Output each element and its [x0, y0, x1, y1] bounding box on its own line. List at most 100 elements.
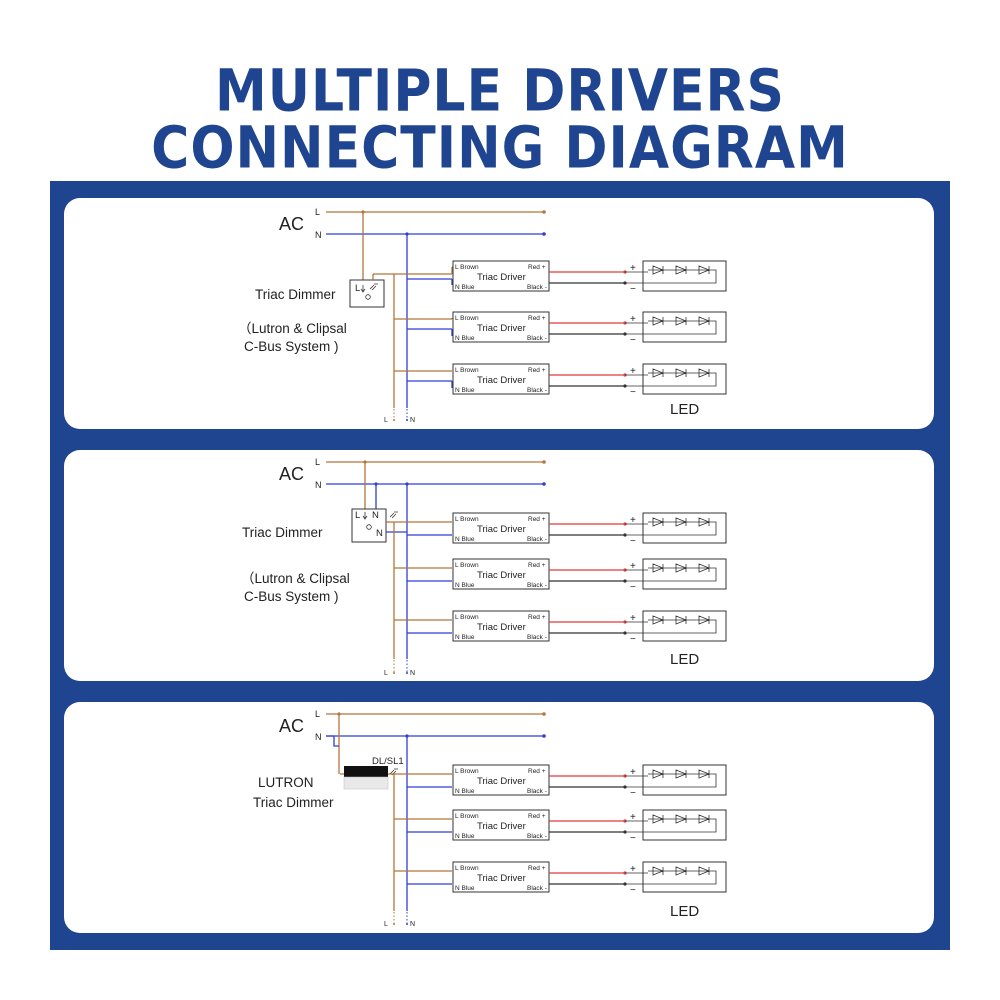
led-module — [642, 311, 727, 343]
led-module — [642, 260, 727, 292]
svg-text:N Blue: N Blue — [455, 387, 475, 394]
dl-sl1-terminal-label: DL/SL1 — [372, 756, 404, 767]
svg-text:N Blue: N Blue — [455, 885, 475, 892]
dimmer-n-output: N — [376, 528, 383, 539]
svg-text:+: + — [630, 561, 636, 572]
ac-label: AC — [279, 214, 304, 234]
svg-text:Red +: Red + — [528, 367, 546, 374]
svg-text:Red +: Red + — [528, 768, 546, 775]
dimmer-l-terminal: L — [355, 510, 360, 521]
triac-driver-box — [452, 809, 550, 841]
triac-driver-label: Triac Driver — [477, 873, 526, 884]
driver-row-3: L Brown N Blue Red + Black - Triac Drive… — [394, 861, 727, 896]
bottom-n-label: N — [410, 921, 415, 928]
svg-text:N Blue: N Blue — [455, 634, 475, 641]
svg-text:Black -: Black - — [527, 284, 547, 291]
led-diode-icon — [652, 769, 711, 779]
svg-text:−: − — [630, 833, 636, 844]
lutron-dimmer-device — [344, 766, 388, 777]
triac-dimmer-label: Triac Dimmer — [242, 525, 323, 540]
triac-driver-box — [452, 363, 550, 395]
driver-row-1: L Brown N Blue Red + Black - Triac Drive… — [394, 260, 727, 295]
bottom-n-label: N — [410, 417, 415, 424]
svg-text:Black -: Black - — [527, 335, 547, 342]
svg-text:+: + — [630, 263, 636, 274]
dimmer-note-line-1: （Lutron & Clipsal — [238, 321, 347, 336]
svg-text:Black -: Black - — [527, 788, 547, 795]
led-module — [642, 558, 727, 590]
dimmer-l-terminal: L — [355, 283, 360, 294]
svg-text:L Brown: L Brown — [455, 516, 479, 523]
triac-dimmer-label: Triac Dimmer — [255, 287, 336, 302]
panel-2-diagram: AC L N L N N Triac Dimmer （Lutron & Clip… — [64, 450, 934, 681]
driver-row-3: L Brown N Blue Red + Black - Triac Drive… — [394, 363, 727, 398]
svg-text:N Blue: N Blue — [455, 788, 475, 795]
svg-text:Red +: Red + — [528, 813, 546, 820]
svg-text:L Brown: L Brown — [455, 562, 479, 569]
led-label: LED — [670, 401, 699, 418]
svg-text:Black -: Black - — [527, 833, 547, 840]
svg-text:L Brown: L Brown — [455, 614, 479, 621]
svg-text:Red +: Red + — [528, 614, 546, 621]
triac-driver-box — [452, 311, 550, 343]
led-diode-icon — [652, 368, 711, 378]
driver-row-1: L Brown N Blue Red + Black - Triac Drive… — [394, 764, 727, 799]
triac-driver-label: Triac Driver — [477, 524, 526, 535]
led-diode-icon — [652, 563, 711, 573]
svg-text:−: − — [630, 885, 636, 896]
panel-1-diagram: AC L N L Triac Dimmer （Lutron & Clipsal … — [64, 198, 934, 429]
triac-dimmer-label: Triac Dimmer — [253, 795, 334, 810]
driver-row-3: L Brown N Blue Red + Black - Triac Drive… — [394, 610, 727, 645]
svg-text:Red +: Red + — [528, 315, 546, 322]
l-line-label: L — [315, 207, 320, 217]
bottom-n-label: N — [410, 670, 415, 677]
led-diode-icon — [652, 265, 711, 275]
svg-text:N Blue: N Blue — [455, 833, 475, 840]
dimmer-symbol-icon — [389, 511, 398, 519]
svg-text:Red +: Red + — [528, 516, 546, 523]
driver-row-2: L Brown N Blue Red + Black - Triac Drive… — [394, 809, 727, 844]
triac-driver-label: Triac Driver — [477, 272, 526, 283]
triac-driver-label: Triac Driver — [477, 323, 526, 334]
svg-text:−: − — [630, 335, 636, 346]
triac-driver-label: Triac Driver — [477, 570, 526, 581]
n-line-label: N — [315, 732, 322, 742]
triac-driver-label: Triac Driver — [477, 776, 526, 787]
led-module — [642, 610, 727, 642]
dimmer-n-terminal: N — [372, 510, 379, 521]
led-label: LED — [670, 903, 699, 920]
led-diode-icon — [652, 517, 711, 527]
led-diode-icon — [652, 866, 711, 876]
svg-text:+: + — [630, 613, 636, 624]
dimmer-symbol-icon — [369, 283, 378, 291]
svg-text:L Brown: L Brown — [455, 865, 479, 872]
svg-text:N Blue: N Blue — [455, 582, 475, 589]
ac-label: AC — [279, 716, 304, 736]
n-line-label: N — [315, 230, 322, 240]
l-line-label: L — [315, 709, 320, 719]
svg-text:−: − — [630, 634, 636, 645]
svg-text:N Blue: N Blue — [455, 284, 475, 291]
svg-text:−: − — [630, 788, 636, 799]
led-module — [642, 512, 727, 544]
svg-text:L Brown: L Brown — [455, 315, 479, 322]
driver-row-2: L Brown N Blue Red + Black - Triac Drive… — [394, 311, 727, 346]
led-module — [642, 764, 727, 796]
led-diode-icon — [652, 615, 711, 625]
n-line-label: N — [315, 480, 322, 490]
svg-text:−: − — [630, 582, 636, 593]
bottom-l-label: L — [384, 417, 388, 424]
title-line-1: MULTIPLE DRIVERS — [215, 58, 785, 126]
triac-driver-label: Triac Driver — [477, 622, 526, 633]
svg-text:Red +: Red + — [528, 562, 546, 569]
led-module — [642, 809, 727, 841]
svg-text:+: + — [630, 314, 636, 325]
l-line-label: L — [315, 457, 320, 467]
driver-row-2: L Brown N Blue Red + Black - Triac Drive… — [394, 558, 727, 593]
svg-text:N Blue: N Blue — [455, 335, 475, 342]
svg-text:Red +: Red + — [528, 865, 546, 872]
ac-label: AC — [279, 464, 304, 484]
title-line-2: CONNECTING DIAGRAM — [151, 115, 849, 183]
led-module — [642, 363, 727, 395]
svg-text:−: − — [630, 284, 636, 295]
